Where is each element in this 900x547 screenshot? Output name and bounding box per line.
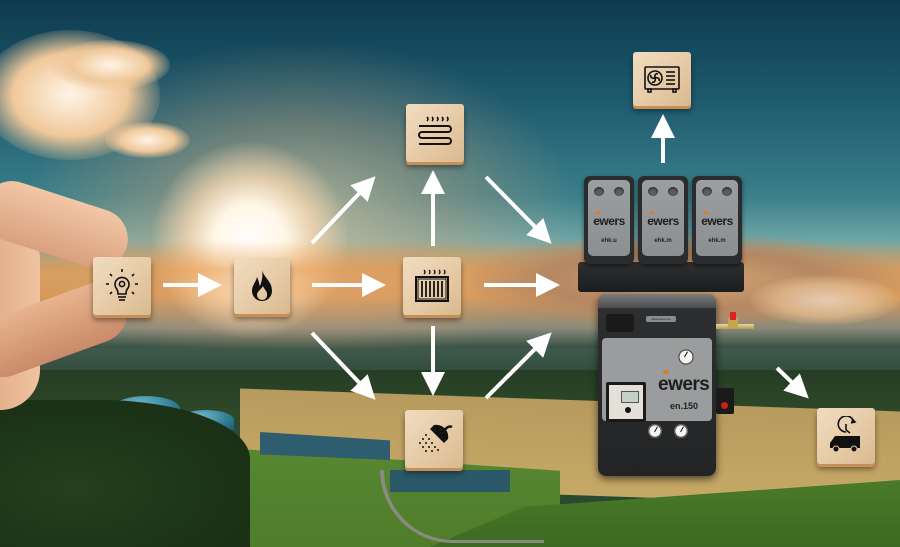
flame-icon bbox=[252, 270, 272, 301]
brand-label: ewers bbox=[593, 214, 625, 228]
brand-label: ewers bbox=[701, 214, 733, 228]
tile-floor-heating bbox=[406, 104, 464, 162]
tile-idea bbox=[93, 257, 151, 315]
delivery-van-clock-icon bbox=[830, 416, 860, 453]
tile-fire bbox=[234, 258, 290, 314]
tile-delivery bbox=[817, 408, 875, 464]
url-plate: www.ewers.de bbox=[646, 316, 676, 322]
brand-sun-icon bbox=[663, 370, 669, 374]
cloud bbox=[750, 275, 900, 325]
main-heating-unit: www.ewers.de ewers en.150 bbox=[598, 294, 716, 476]
model-label: ehk.m bbox=[654, 238, 672, 244]
model-label: ehk.m bbox=[708, 238, 726, 244]
tile-radiator bbox=[403, 257, 461, 315]
cloud bbox=[50, 40, 170, 90]
manifold bbox=[578, 262, 744, 292]
temperature-gauge bbox=[648, 424, 662, 438]
tile-shower bbox=[405, 410, 463, 468]
model-label: en.150 bbox=[670, 401, 699, 411]
brand-label: ewers bbox=[647, 214, 679, 228]
inspection-window bbox=[606, 314, 634, 332]
brand-label: ewers bbox=[658, 374, 710, 395]
shower-icon bbox=[419, 424, 453, 452]
radiator-icon bbox=[415, 269, 449, 302]
safety-valve bbox=[716, 312, 754, 336]
control-knob bbox=[625, 407, 631, 413]
forest bbox=[0, 400, 250, 547]
heating-module-2: ewers ehk.m bbox=[638, 176, 688, 264]
pump-box bbox=[716, 388, 734, 414]
cloud bbox=[105, 122, 190, 158]
ac-unit-fan-icon bbox=[644, 66, 680, 93]
pressure-gauge bbox=[678, 349, 694, 365]
tile-air-conditioner bbox=[633, 52, 691, 106]
heating-module-3: ewers ehk.m bbox=[692, 176, 742, 264]
lightbulb-gear-icon bbox=[106, 269, 138, 301]
lcd-display bbox=[621, 391, 639, 403]
model-label: ehk.u bbox=[601, 238, 617, 244]
underfloor-heating-icon bbox=[418, 116, 452, 145]
temperature-gauge bbox=[674, 424, 688, 438]
control-panel bbox=[606, 382, 646, 422]
heating-module-1: ewers ehk.u bbox=[584, 176, 634, 264]
